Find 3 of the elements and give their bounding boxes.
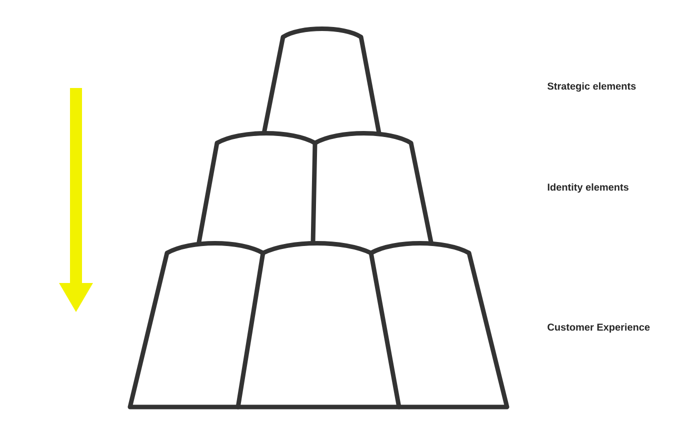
row-label: Identity elements (548, 183, 628, 193)
row-label: Strategic elements (548, 82, 636, 92)
row-label: Customer Experience (548, 323, 650, 333)
